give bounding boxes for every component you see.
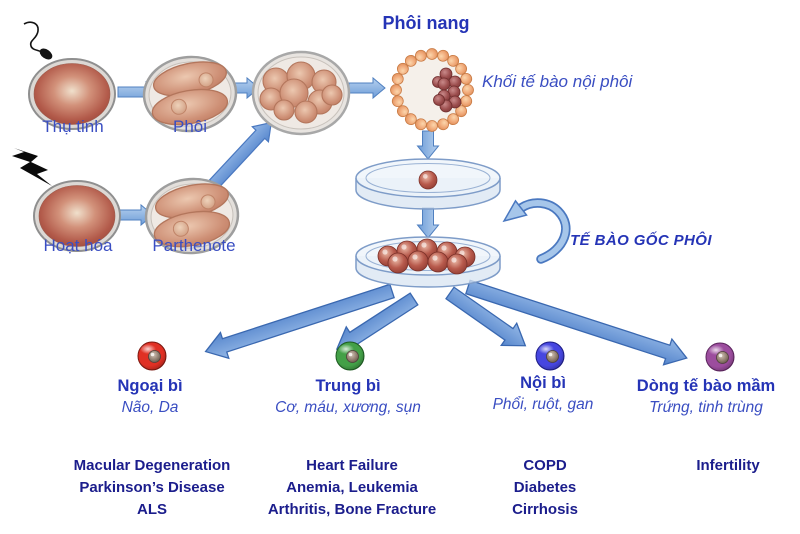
diseases-endoderm: COPD Diabetes Cirrhosis <box>512 455 578 521</box>
disease-line: ALS <box>137 501 167 518</box>
arrow-dish-to-dish <box>416 207 440 239</box>
diseases-germline: Infertility <box>696 455 759 477</box>
egg-cell-fertilization <box>28 58 116 130</box>
disease-line: Macular Degeneration <box>73 457 231 474</box>
arrow-to-germline <box>465 279 688 366</box>
lineage-tissues-ectoderm: Não, Da <box>121 399 179 416</box>
disease-line: Diabetes <box>513 479 577 496</box>
lineage-name-germline: Dòng tế bào mầm <box>636 377 776 395</box>
disease-line: Arthritis, Bone Fracture <box>267 501 437 518</box>
lineage-name-mesoderm: Trung bì <box>315 377 381 395</box>
blastocyst <box>390 48 474 132</box>
stem-cell-label: TẾ BÀO GỐC PHÔI <box>570 232 712 249</box>
disease-line: COPD <box>523 457 567 474</box>
parthenote-label: Parthenote <box>152 236 236 255</box>
self-renewal-arrow-icon <box>502 198 571 264</box>
two-cell-parthenote <box>144 177 240 255</box>
disease-line: Cirrhosis <box>512 501 578 518</box>
lineage-tissues-mesoderm: Cơ, máu, xương, sụn <box>275 399 421 416</box>
egg-cell-activation <box>33 180 121 252</box>
germline-cell <box>705 342 735 372</box>
petri-dish-stem-cells <box>355 236 501 288</box>
two-cell-embryo <box>142 55 238 133</box>
activation-label: Hoạt hóa <box>43 236 113 255</box>
lineage-name-endoderm: Nội bì <box>520 374 566 392</box>
disease-line: Infertility <box>696 457 760 474</box>
arrow-to-ectoderm <box>204 283 395 360</box>
arrow-to-endoderm <box>445 286 527 347</box>
inner-cell-mass <box>432 67 462 113</box>
arrow-blastocyst-to-dish <box>416 130 440 160</box>
lineage-name-ectoderm: Ngoại bì <box>117 377 183 395</box>
petri-dish-single-cell <box>355 158 501 210</box>
disease-line: Anemia, Leukemia <box>286 479 418 496</box>
endoderm-cell <box>535 341 565 371</box>
disease-line: Parkinson’s Disease <box>79 479 225 496</box>
morula <box>251 50 351 136</box>
inner-cell-mass-label: Khối tế bào nội phôi <box>482 72 633 91</box>
diseases-ectoderm: Macular Degeneration Parkinson’s Disease… <box>74 455 231 521</box>
embryo-label: Phôi <box>172 117 208 136</box>
arrow-morula-to-blastocyst <box>348 76 386 100</box>
fertilization-label: Thụ tinh <box>42 117 104 136</box>
disease-line: Heart Failure <box>306 457 398 474</box>
lineage-tissues-endoderm: Phổi, ruột, gan <box>492 396 594 413</box>
diseases-mesoderm: Heart Failure Anemia, Leukemia Arthritis… <box>268 455 436 521</box>
lineage-tissues-germline: Trứng, tinh trùng <box>649 399 763 416</box>
arrow-parthenote-to-morula <box>208 121 273 189</box>
blastocyst-title: Phôi nang <box>382 13 470 33</box>
sperm-icon <box>23 21 53 60</box>
ectoderm-cell <box>137 341 167 371</box>
lightning-bolt-icon <box>12 148 52 186</box>
mesoderm-cell <box>335 341 365 371</box>
